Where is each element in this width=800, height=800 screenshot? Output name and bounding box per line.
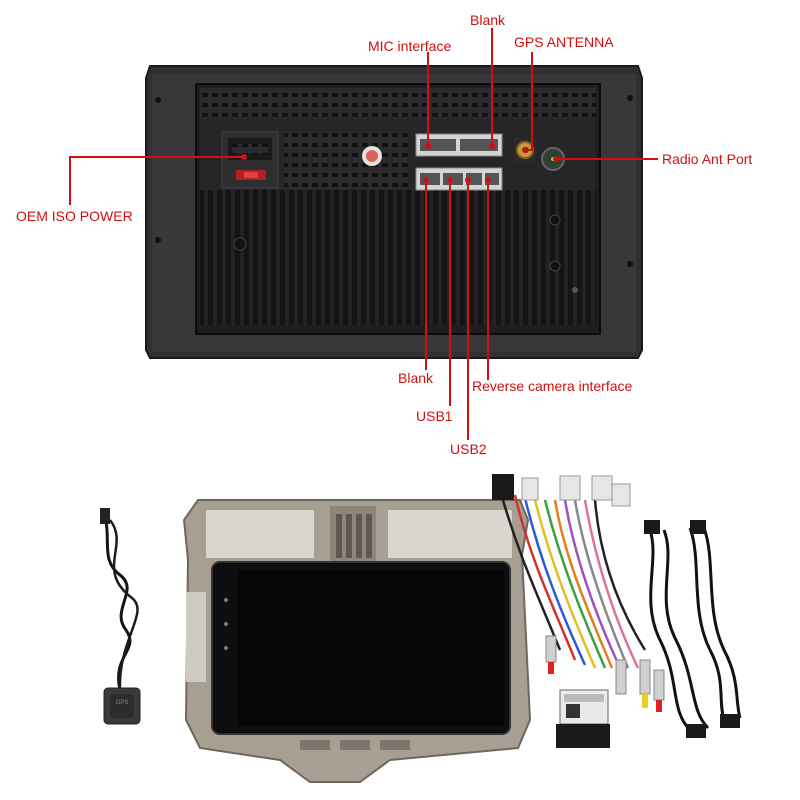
touch-screen bbox=[211, 561, 511, 735]
connector-block-top bbox=[415, 133, 503, 157]
label-blank-bottom: Blank bbox=[398, 370, 434, 386]
wiring-harness bbox=[498, 489, 647, 669]
label-oem-iso-power: OEM ISO POWER bbox=[16, 208, 133, 224]
harness-plugs bbox=[492, 474, 631, 507]
canbus-box bbox=[556, 689, 610, 748]
label-blank-top: Blank bbox=[470, 12, 506, 28]
screw-holes bbox=[233, 214, 578, 293]
rca-connectors bbox=[545, 635, 665, 712]
annotation-lines bbox=[69, 28, 658, 440]
label-usb1: USB1 bbox=[416, 408, 453, 424]
fascia-bottom-buttons bbox=[300, 740, 410, 750]
chassis bbox=[195, 83, 601, 335]
label-reverse-camera-interface: Reverse camera interface bbox=[472, 378, 633, 394]
oem-iso-connector bbox=[221, 131, 279, 189]
gps-antenna-accessory bbox=[100, 508, 141, 725]
mounting-tabs bbox=[155, 95, 633, 267]
label-mic-interface: MIC interface bbox=[368, 38, 452, 54]
center-vent bbox=[284, 132, 408, 190]
oem-leader-line bbox=[69, 156, 244, 205]
gps-module-text: GPS bbox=[115, 700, 129, 706]
label-usb2: USB2 bbox=[450, 441, 487, 457]
label-radio-ant-port: Radio Ant Port bbox=[662, 151, 753, 167]
usb-plugs bbox=[644, 520, 740, 738]
usb-cables bbox=[648, 527, 742, 732]
connector-block-bottom bbox=[415, 167, 503, 191]
annotation-dots bbox=[241, 143, 559, 183]
label-gps-antenna: GPS ANTENNA bbox=[514, 34, 614, 50]
